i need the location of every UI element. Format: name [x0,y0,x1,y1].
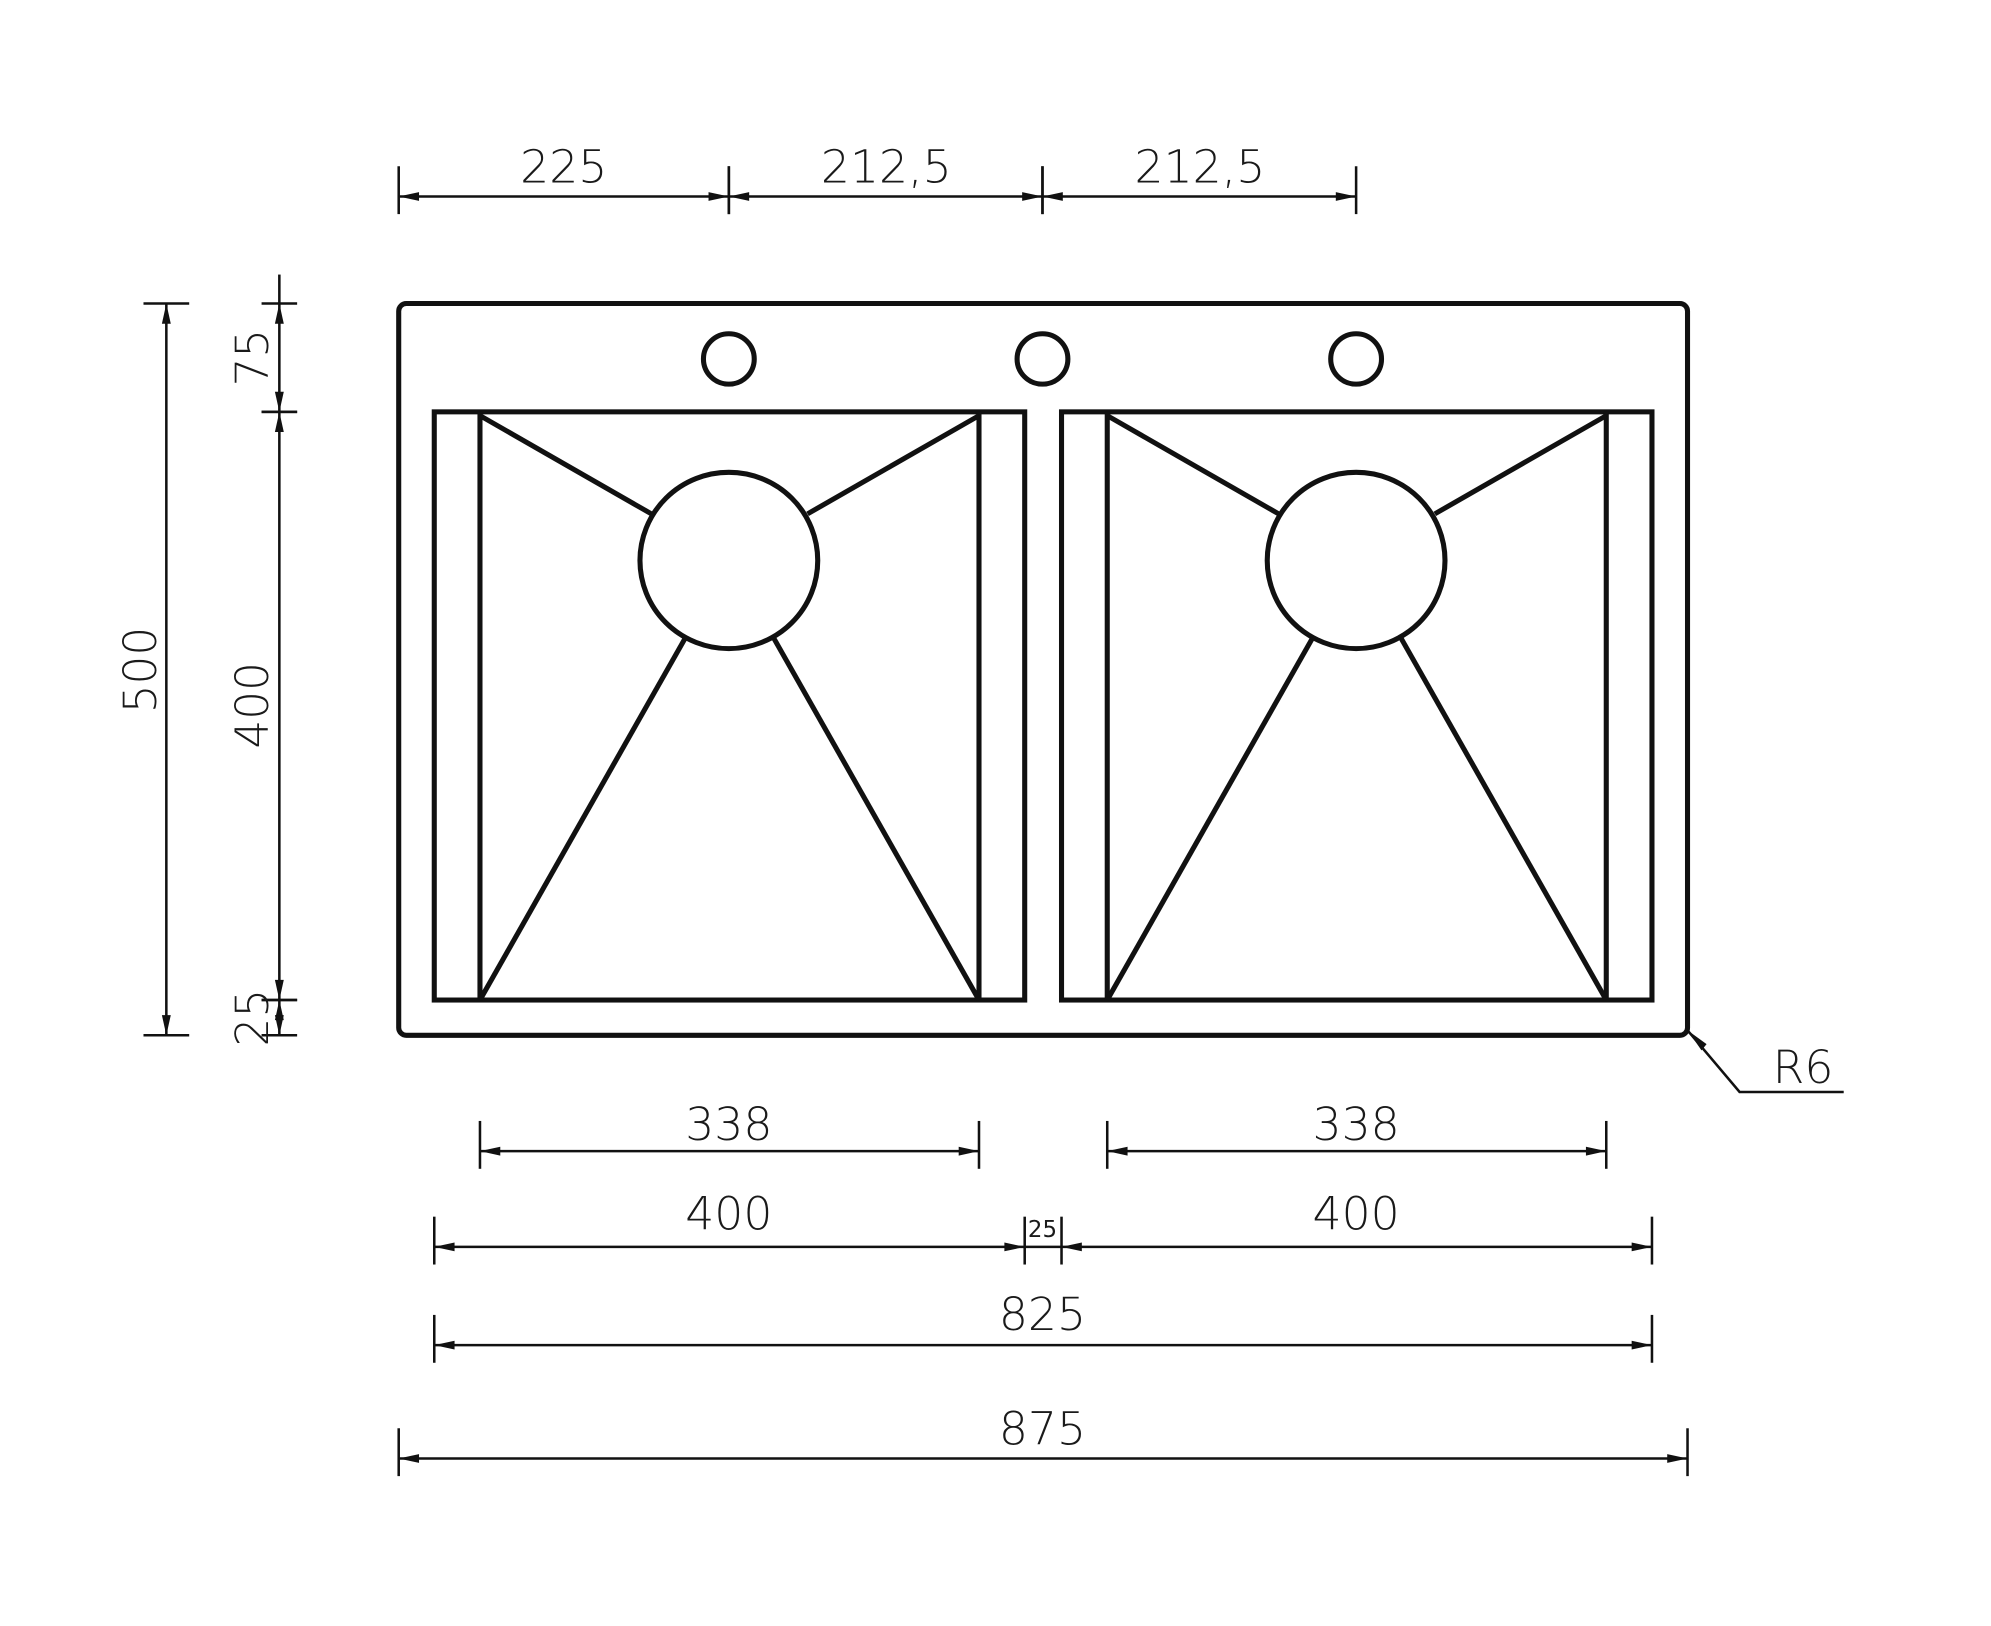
sink-outline [396,301,1691,1038]
tap-hole [1014,331,1071,387]
arrowhead [1667,1454,1688,1463]
drain-circle [1264,469,1448,652]
dim-top-2: 212,5 [821,141,952,194]
dim-overall-height: 500 [114,627,167,714]
bowl-rim-0 [431,409,1028,1003]
dim-top-3: 212,5 [1135,141,1266,194]
dim-overall-width: 875 [999,1403,1086,1456]
arrowhead [434,1340,455,1350]
arrowhead [728,192,750,201]
dim-top-1: 225 [520,141,607,194]
bowl-slope-line [1398,636,1609,1002]
dim-gap: 25 [1028,1217,1057,1243]
arrowhead [274,1015,284,1036]
dim-bowl-inner-right: 338 [1312,1098,1399,1151]
arrowhead [274,391,284,412]
bowl-slope-line [1433,413,1608,517]
dimension-lines [143,166,1844,1477]
bowl-slope-line [478,413,653,517]
dim-bowl-outer-left: 400 [685,1187,772,1240]
tap-hole [700,331,757,387]
drain-circle [637,469,821,652]
arrowhead [398,192,420,201]
dim-tap-offset: 75 [226,329,279,387]
arrowhead [1585,1146,1607,1156]
arrowhead [274,979,284,1001]
arrowhead [1631,1242,1652,1252]
radius-leader [1686,1029,1844,1094]
dim-inner-total: 825 [999,1288,1086,1341]
dim-bottom-rim: 25 [226,989,279,1047]
arrowhead [1687,1030,1707,1051]
arrowhead [708,192,729,201]
arrowhead [1335,192,1357,201]
arrowhead [1061,1242,1082,1252]
arrowhead [1042,192,1063,201]
corner-radius-label: R6 [1773,1041,1834,1094]
arrowhead [161,1015,171,1036]
arrowhead [1022,192,1043,201]
bowl-rim-1 [1058,409,1655,1003]
dim-bowl-inner-left: 338 [685,1098,772,1151]
tap-hole [1328,331,1385,387]
arrowhead [1107,1146,1128,1156]
arrowhead [161,303,171,324]
arrowhead [958,1146,979,1156]
dim-bowl-depth: 400 [226,662,279,749]
arrowhead [274,303,284,324]
arrowhead [274,411,284,433]
arrowhead [1004,1242,1025,1252]
dim-bowl-outer-right: 400 [1312,1187,1399,1240]
bowl-slope-line [806,413,981,517]
bowl-slope-line [477,636,688,1002]
arrowhead [398,1454,420,1463]
arrowhead [1631,1340,1652,1350]
sink-outer-edge [396,301,1691,1038]
bowl-slope-line [1105,413,1280,517]
bowl-slope-line [1105,636,1316,1002]
bowl-slope-line [771,636,982,1002]
arrowhead [434,1242,455,1252]
arrowhead [479,1146,501,1156]
